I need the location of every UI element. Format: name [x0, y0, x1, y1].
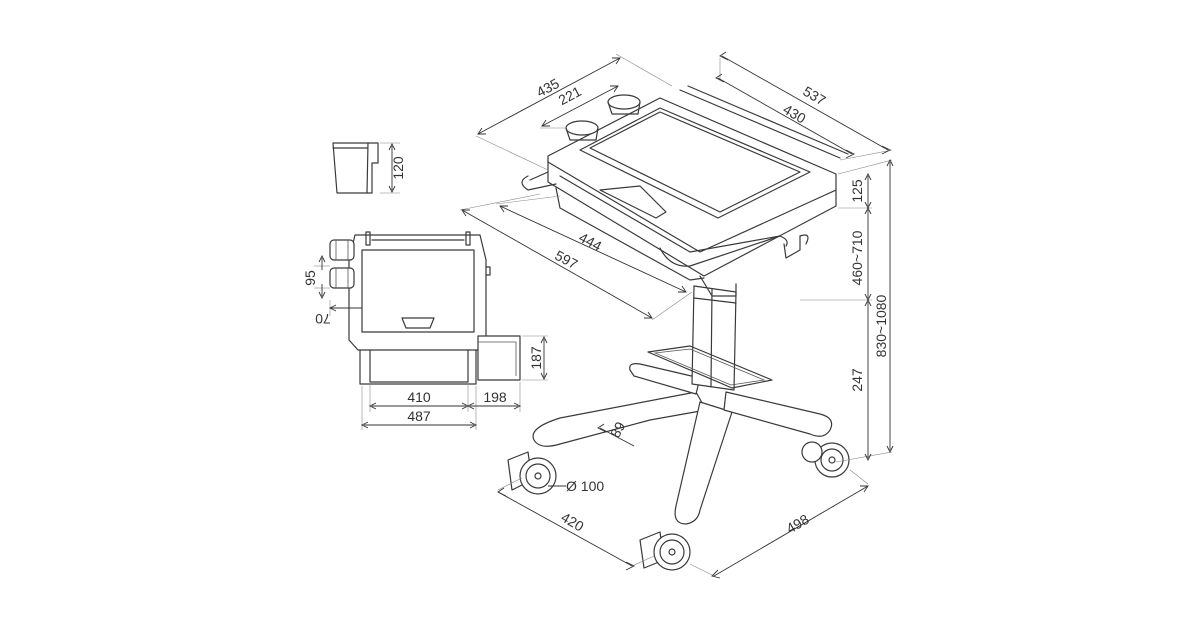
base-leg-right [723, 391, 833, 437]
drawer-height-label: 187 [528, 346, 544, 370]
base-cable-tray [647, 345, 773, 389]
keyboard-depth-label: 444 [576, 229, 604, 254]
top-view-bin-lower [329, 267, 355, 289]
bin-offset-label: 70 [315, 311, 331, 327]
outer-width-label: 487 [407, 408, 431, 424]
extension-width-label: 198 [483, 389, 507, 405]
top-height-label: 125 [849, 179, 865, 203]
keyboard-tray [555, 187, 705, 281]
base-depth-label: 420 [558, 509, 586, 535]
inner-width-label: 410 [407, 389, 431, 405]
worksurface-top [547, 97, 837, 253]
caster-offset-label: 89 [607, 419, 629, 440]
bin-height-label: 120 [390, 156, 406, 180]
base-leg-front [674, 401, 733, 525]
right-width-label: 537 [800, 83, 828, 109]
total-height-label: 830~1080 [873, 294, 889, 357]
wheel-diameter-label: Ø 100 [566, 478, 604, 494]
tray-width-label: 430 [780, 101, 808, 127]
top-view-bin-upper [329, 239, 355, 261]
caster-back [801, 441, 823, 463]
column [691, 285, 737, 391]
base-leg-back-left [629, 363, 701, 395]
top-bin-left [565, 120, 599, 141]
side-handle [521, 175, 557, 191]
worksurface-height-label: 460~710 [849, 230, 865, 285]
front-handle [659, 235, 788, 267]
top-bin-right [607, 94, 641, 115]
main-dimensions: 435 221 537 430 444 597 [459, 51, 894, 579]
cart-isometric-view [507, 85, 850, 571]
caster-front-left [507, 451, 557, 495]
total-depth-label: 597 [552, 247, 580, 272]
cart-top-view: 95 70 187 410 198 487 [302, 231, 548, 430]
column-height-label: 247 [849, 368, 865, 392]
bin-side-view: 120 [332, 142, 406, 194]
caster-front [639, 531, 691, 571]
base-leg-front-left [532, 391, 707, 447]
bin-spacing-label: 95 [302, 270, 318, 286]
